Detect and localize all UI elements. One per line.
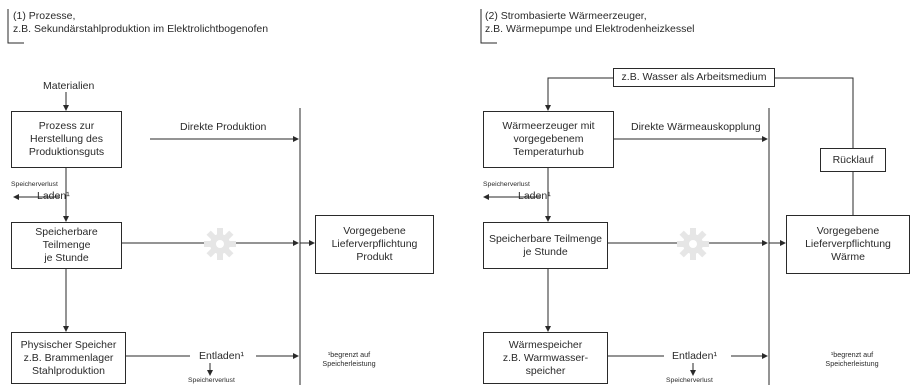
unload-label: Entladen¹ <box>672 350 717 362</box>
gear-icon <box>677 228 709 260</box>
storage-box: Physischer Speicher z.B. Brammenlager St… <box>11 332 126 384</box>
subset-box: Speicherbare Teilmenge je Stunde <box>483 222 608 269</box>
loss-label: Speicherverlust <box>11 181 58 188</box>
target-box: Vorgegebene Lieferverpflichtung Produkt <box>315 215 434 274</box>
storage-box: Wärmespeicher z.B. Warmwasser- speicher <box>483 332 608 384</box>
loop-medium <box>545 77 613 111</box>
direct-flow-label: Direkte Produktion <box>180 121 267 133</box>
footnote: ¹begrenzt auf Speicherleistung <box>825 350 879 368</box>
loss-label-bottom: Speicherverlust <box>188 377 235 384</box>
subset-box: Speicherbare Teilmenge je Stunde <box>11 222 122 269</box>
loss-label-bottom: Speicherverlust <box>666 377 713 384</box>
load-label: Laden¹ <box>37 190 70 202</box>
title-bracket-left <box>7 9 24 44</box>
process-box: Prozess zur Herstellung des Produktionsg… <box>11 111 122 168</box>
unload-label: Entladen¹ <box>199 350 244 362</box>
title-bracket-right <box>480 9 497 44</box>
medium-box: z.B. Wasser als Arbeitsmedium <box>613 68 775 87</box>
return-box: Rücklauf <box>820 148 886 172</box>
load-label: Laden¹ <box>518 190 551 202</box>
gear-icon <box>204 228 236 260</box>
loss-label: Speicherverlust <box>483 181 530 188</box>
panel-title: (1) Prozesse, z.B. Sekundärstahlprodukti… <box>13 10 269 35</box>
process-box: Wärmeerzeuger mit vorgegebenem Temperatu… <box>483 111 614 168</box>
direct-flow-label: Direkte Wärmeauskopplung <box>631 121 761 133</box>
panel-title: (2) Strombasierte Wärmeerzeuger, z.B. Wä… <box>485 10 695 35</box>
footnote: ¹begrenzt auf Speicherleistung <box>322 350 376 368</box>
loop-return-up <box>775 77 854 148</box>
input-label: Materialien <box>43 80 95 92</box>
target-box: Vorgegebene Lieferverpflichtung Wärme <box>786 215 910 274</box>
